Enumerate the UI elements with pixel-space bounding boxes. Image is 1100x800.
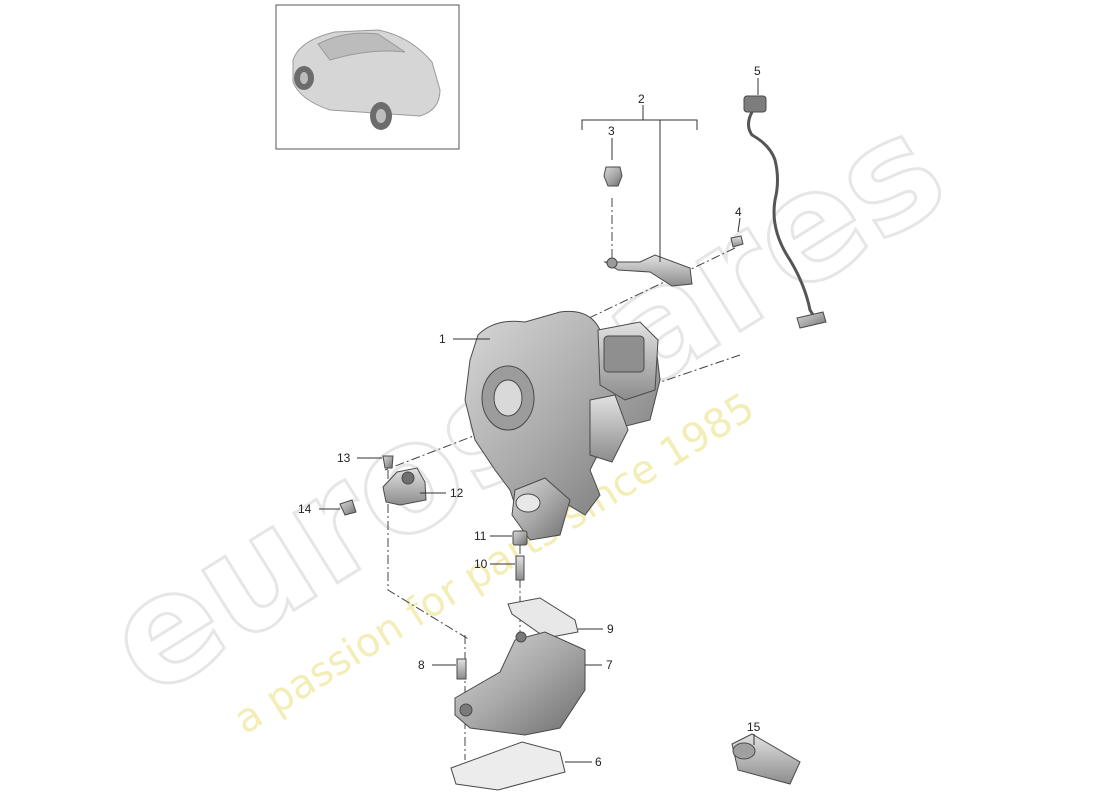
- nut-11: [512, 530, 528, 546]
- callout-6[interactable]: 6: [595, 755, 602, 769]
- callout-13[interactable]: 13: [337, 451, 351, 465]
- callout-8[interactable]: 8: [418, 658, 425, 672]
- bolt-3: [603, 166, 623, 187]
- bolt-8: [456, 658, 467, 680]
- callout-11[interactable]: 11: [474, 529, 487, 543]
- mounting-bracket-12: [382, 467, 427, 506]
- callout-14[interactable]: 14: [298, 502, 312, 516]
- bolt-13: [382, 455, 394, 469]
- callout-12[interactable]: 12: [450, 486, 464, 500]
- stud-10: [515, 555, 525, 581]
- callout-labels: 1 2 3 4 5 6 7 8 9 10 11 12 13 14 15: [298, 64, 761, 769]
- support-bracket-7: [454, 631, 586, 736]
- leader-lines: [319, 78, 759, 763]
- car-icon: [292, 29, 441, 130]
- callout-7[interactable]: 7: [606, 658, 613, 672]
- gasket-9: [507, 597, 579, 639]
- callout-5[interactable]: 5: [754, 64, 761, 78]
- callout-15[interactable]: 15: [747, 720, 761, 734]
- oxygen-sensor: [743, 95, 827, 329]
- screw-4: [730, 235, 744, 248]
- callout-3[interactable]: 3: [608, 124, 615, 138]
- callout-1[interactable]: 1: [439, 332, 446, 346]
- callout-2[interactable]: 2: [638, 92, 645, 106]
- bolt-14: [339, 499, 357, 516]
- callout-4[interactable]: 4: [735, 205, 742, 219]
- callout-10[interactable]: 10: [474, 557, 488, 571]
- turbocharger: [464, 310, 661, 541]
- heat-shield-bracket: [603, 254, 693, 287]
- vehicle-thumbnail: [275, 4, 460, 150]
- callout-9[interactable]: 9: [607, 622, 614, 636]
- pipe-15: [731, 733, 801, 785]
- gasket-6: [450, 741, 566, 791]
